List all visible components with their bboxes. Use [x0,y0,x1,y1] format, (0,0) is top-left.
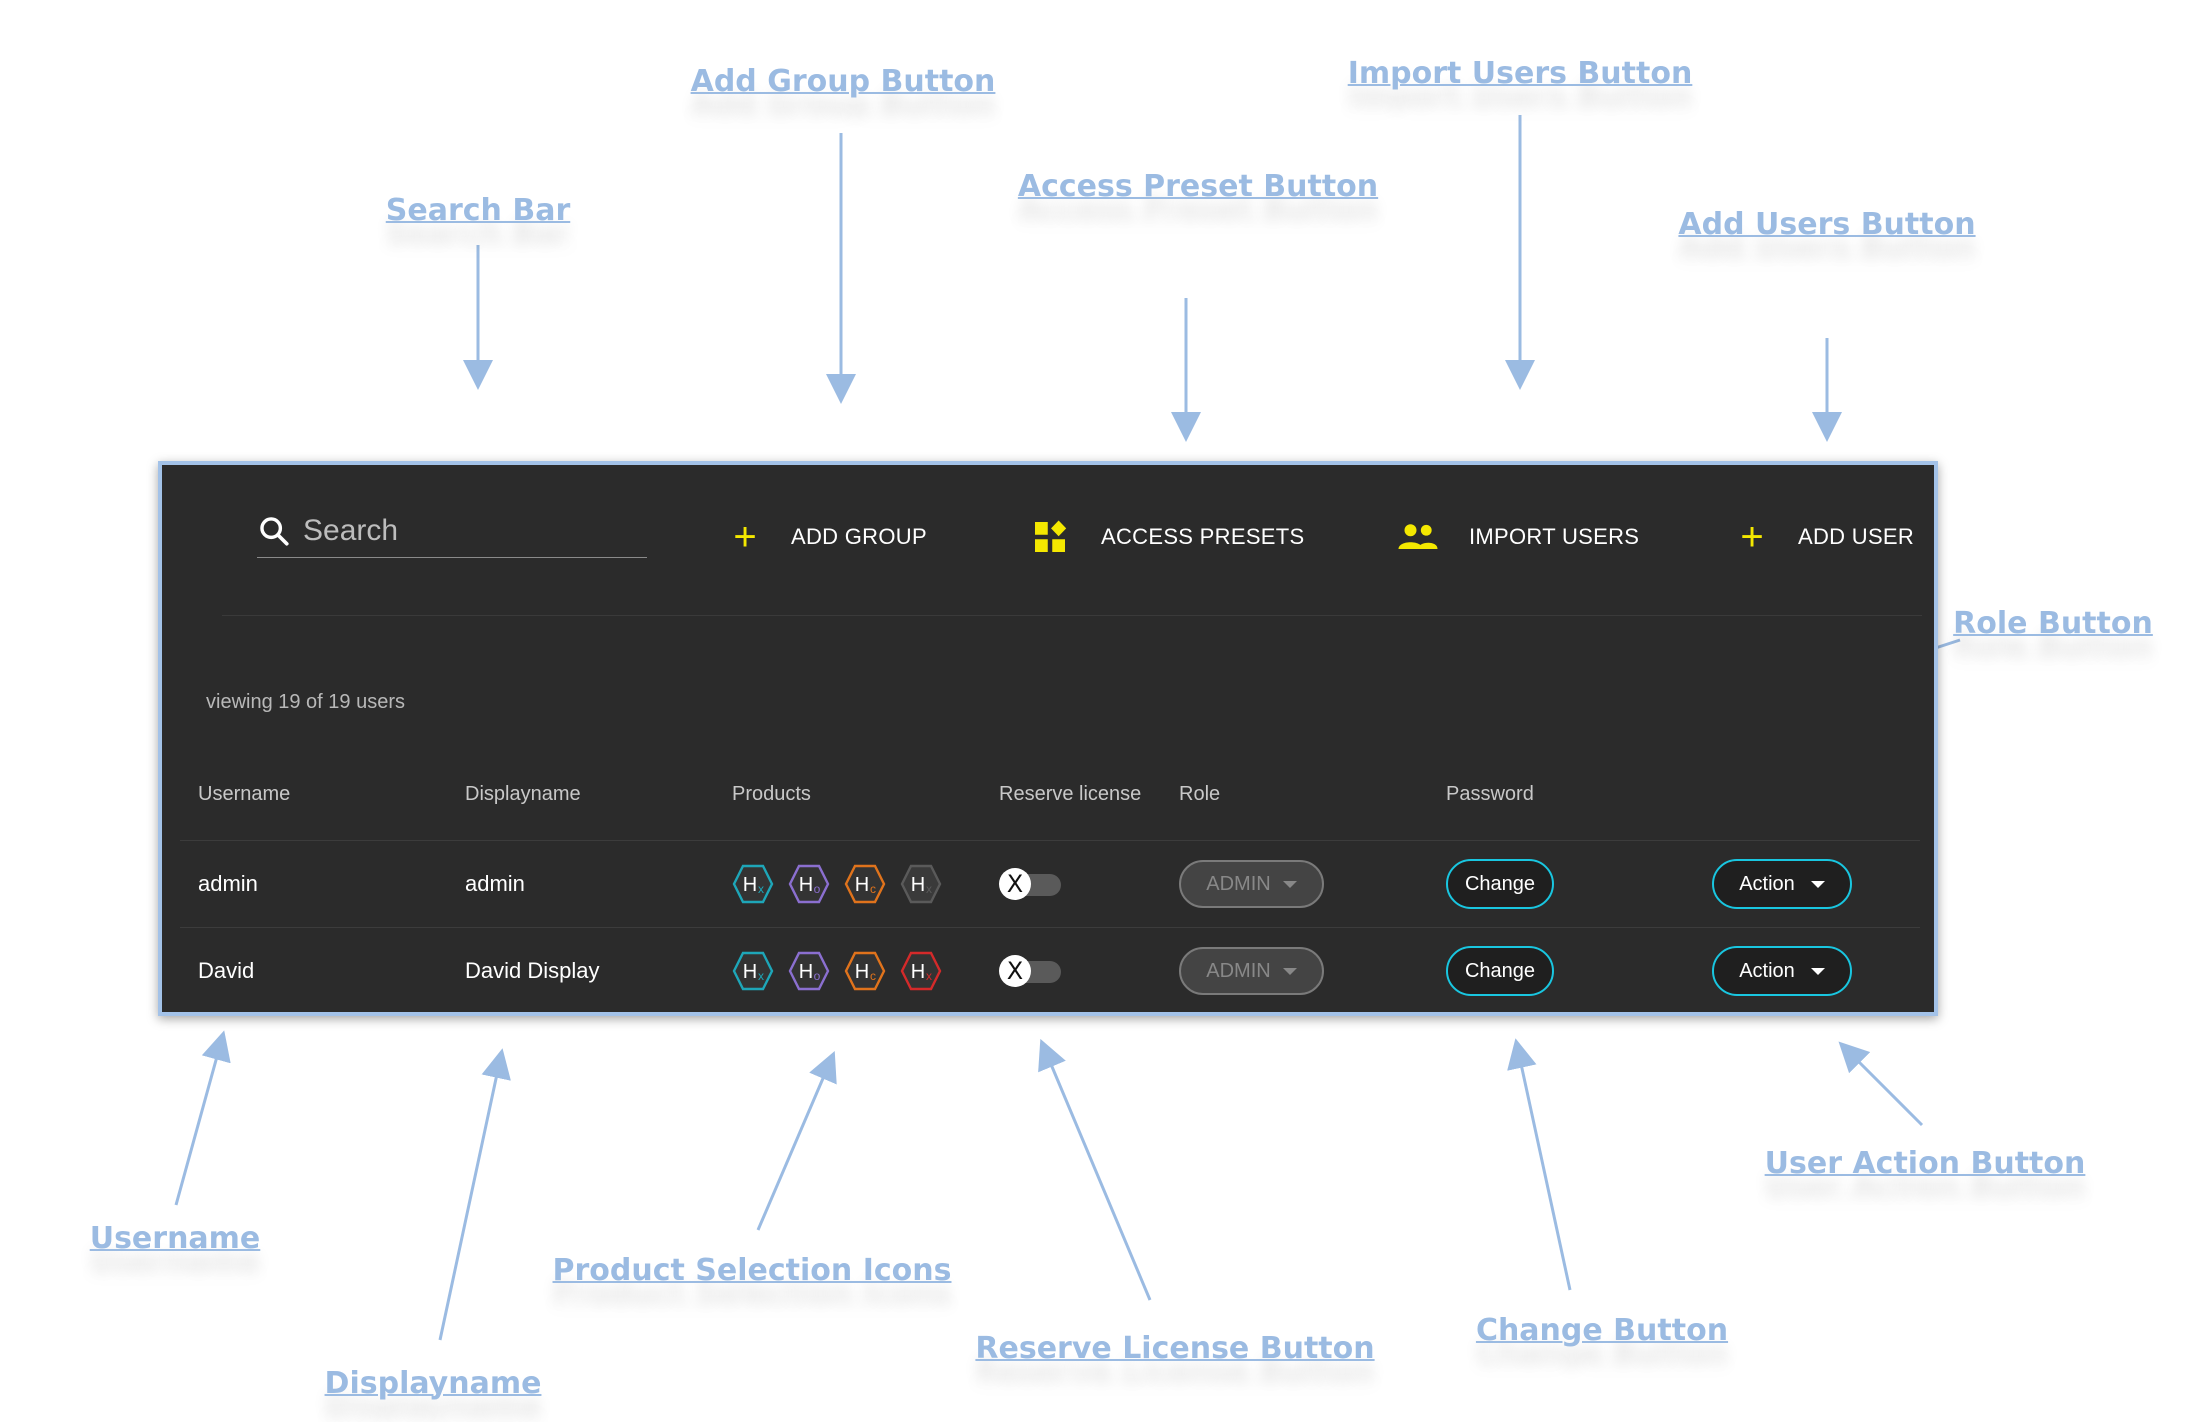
search-icon [257,514,291,548]
plus-icon: + [1740,515,1764,559]
svg-text:c: c [870,969,876,983]
header-password: Password [1446,783,1534,805]
callout-add-group[interactable]: Add Group Button [690,64,996,99]
close-icon: X [999,868,1031,900]
callout-add-users[interactable]: Add Users Button [1678,207,1976,242]
header-products: Products [732,783,811,805]
add-user-label: ADD USER [1798,524,1915,549]
svg-text:H: H [911,874,925,896]
chevron-down-icon [1282,967,1297,975]
user-action-button[interactable]: Action [1712,946,1852,996]
svg-text:H: H [799,874,813,896]
header-displayname[interactable]: Displayname [465,783,581,805]
role-label: ADMIN [1206,959,1271,982]
plus-icon: + [733,515,757,559]
change-password-button[interactable]: Change [1446,946,1554,996]
user-action-button[interactable]: Action [1712,859,1852,909]
add-group-button[interactable]: + ADD GROUP [725,511,927,563]
import-users-label: IMPORT USERS [1469,524,1640,549]
svg-text:x: x [926,969,932,983]
action-label: Action [1739,872,1795,895]
username-cell: admin [198,871,258,896]
access-presets-button[interactable]: ACCESS PRESETS [1032,511,1304,563]
import-users-button[interactable]: IMPORT USERS [1397,511,1639,563]
callout-search-bar[interactable]: Search Bar [385,193,571,228]
arrow-displayname [438,1048,511,1341]
action-label: Action [1739,959,1795,982]
change-label: Change [1464,959,1536,982]
svg-text:x: x [758,969,764,983]
reserve-license-toggle[interactable]: X [999,955,1063,987]
arrow-reserve-license [1038,1038,1152,1301]
callout-username[interactable]: Username [89,1221,261,1256]
widgets-icon [1032,519,1068,555]
arrow-product-icons [756,1050,837,1231]
chevron-down-icon [1282,880,1297,888]
change-label: Change [1464,872,1536,895]
row-divider [180,840,1920,841]
svg-text:c: c [870,882,876,896]
displayname-cell: admin [465,871,525,896]
add-group-label: ADD GROUP [791,524,927,549]
arrow-change [1507,1038,1572,1291]
header-reserve-license: Reserve license [999,783,1142,805]
callout-displayname[interactable]: Displayname [324,1366,542,1401]
chevron-down-icon [1810,880,1825,888]
svg-text:x: x [926,882,932,896]
svg-text:o: o [814,882,821,896]
arrow-username [174,1030,231,1206]
user-management-panel: Search + ADD GROUP ACCESS PRESETS IMPORT… [158,461,1938,1016]
row-divider [180,927,1920,928]
toolbar-divider [222,615,1922,616]
people-icon [1397,521,1439,553]
callout-change[interactable]: Change Button [1475,1313,1729,1348]
arrow-user-action [1838,1041,1924,1127]
callout-product-icons[interactable]: Product Selection Icons [552,1253,952,1288]
role-button[interactable]: ADMIN [1179,860,1324,908]
callout-user-action[interactable]: User Action Button [1764,1146,2086,1181]
svg-text:H: H [799,961,813,983]
callout-reserve-license[interactable]: Reserve License Button [975,1331,1375,1366]
user-count-text: viewing 19 of 19 users [206,691,406,713]
access-presets-label: ACCESS PRESETS [1101,524,1305,549]
close-icon: X [999,955,1031,987]
username-cell: David [198,958,255,983]
svg-text:H: H [855,874,869,896]
change-password-button[interactable]: Change [1446,859,1554,909]
search-input[interactable]: Search [303,514,399,547]
header-username[interactable]: Username [198,783,291,805]
svg-text:H: H [911,961,925,983]
callout-role[interactable]: Role Button [1953,606,2153,641]
svg-text:o: o [814,969,821,983]
callout-import-users[interactable]: Import Users Button [1347,56,1693,91]
svg-text:x: x [758,882,764,896]
role-button[interactable]: ADMIN [1179,947,1324,995]
role-label: ADMIN [1206,872,1271,895]
header-role[interactable]: Role [1179,783,1221,805]
callout-access-preset[interactable]: Access Preset Button [1017,169,1379,204]
reserve-license-toggle[interactable]: X [999,868,1063,900]
displayname-cell: David Display [465,958,600,983]
svg-text:H: H [743,874,757,896]
search-bar[interactable]: Search [257,505,647,558]
add-user-button[interactable]: + ADD USER [1732,511,1914,563]
svg-text:H: H [855,961,869,983]
chevron-down-icon [1810,967,1825,975]
svg-text:H: H [743,961,757,983]
